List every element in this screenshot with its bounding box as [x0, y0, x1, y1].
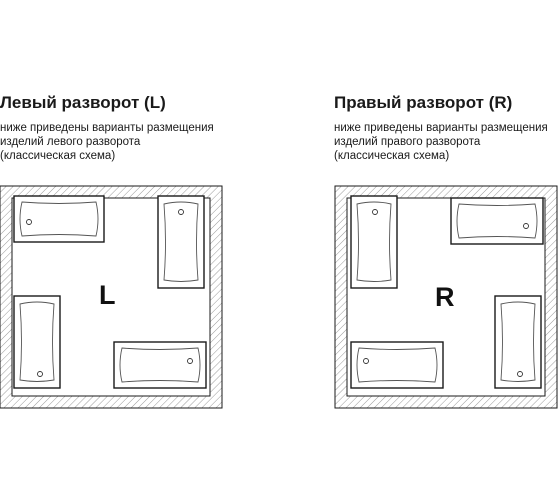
drain-hole-icon	[363, 358, 369, 364]
drain-hole-icon	[187, 358, 193, 364]
drain-hole-icon	[372, 209, 378, 215]
bathtub-icon	[494, 295, 542, 389]
right-desc-line-3: (классическая схема)	[334, 150, 450, 162]
drain-hole-icon	[178, 209, 184, 215]
bathtub-icon	[113, 341, 207, 389]
bathtub-icon	[13, 195, 105, 243]
left-desc-line-2: изделий левого разворота	[0, 136, 141, 148]
right-desc-line-1: ниже приведены варианты размещения	[334, 122, 548, 134]
right-panel-description: ниже приведены варианты размещения издел…	[334, 121, 548, 163]
right-desc-line-2: изделий правого разворота	[334, 136, 481, 148]
left-letter: L	[99, 280, 116, 310]
left-desc-line-3: (классическая схема)	[0, 150, 116, 162]
bathtub-icon	[13, 295, 61, 389]
right-room-diagram: R	[334, 185, 558, 409]
bathtub-icon	[350, 195, 398, 289]
bathtub-icon	[157, 195, 205, 289]
drain-hole-icon	[517, 371, 523, 377]
bathtub-icon	[450, 197, 544, 245]
bathtub-icon	[350, 341, 444, 389]
left-desc-line-1: ниже приведены варианты размещения	[0, 122, 214, 134]
drain-hole-icon	[37, 371, 43, 377]
right-panel-title: Правый разворот (R)	[334, 93, 513, 112]
left-panel-description: ниже приведены варианты размещения издел…	[0, 121, 214, 163]
right-letter: R	[435, 282, 455, 312]
drain-hole-icon	[26, 219, 32, 225]
left-room-diagram: L	[0, 185, 223, 409]
left-panel-title: Левый разворот (L)	[0, 93, 166, 112]
drain-hole-icon	[523, 223, 529, 229]
